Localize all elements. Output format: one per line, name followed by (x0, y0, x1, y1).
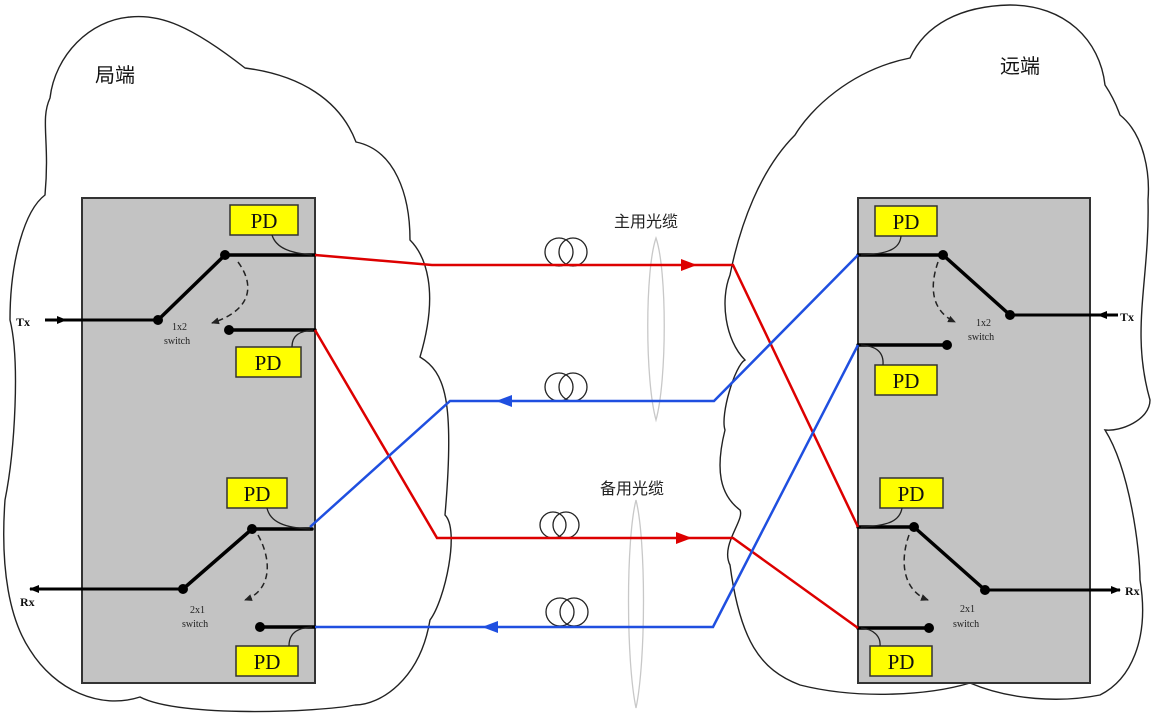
switch-direction-arrow (211, 261, 249, 325)
pd-detector: PD (879, 477, 944, 509)
remote-rx-label: Rx (1125, 584, 1140, 598)
pd-detector: PD (226, 477, 288, 509)
backup-cable-bundle-icon (627, 499, 645, 709)
fiber-direction-arrow (681, 259, 697, 271)
pd-tap-lead (266, 507, 311, 530)
switch-contact-dot (220, 250, 230, 260)
pd-tap-lead (860, 344, 884, 366)
switch-contact-dot (247, 524, 257, 534)
backup-tx-fiber (313, 329, 859, 630)
pd-tap-lead (291, 329, 314, 348)
local-tx-label: Tx (16, 315, 30, 329)
primary-cable-bundle-icon (647, 235, 665, 423)
fiber-direction-arrow (676, 532, 692, 544)
switch-direction-arrow (932, 261, 956, 323)
pd-tap-lead (288, 626, 313, 647)
switch-pivot-dot (980, 585, 990, 595)
switch-contact-dot (942, 340, 952, 350)
switch-contact-dot (255, 622, 265, 632)
local-rx-label: Rx (20, 595, 35, 609)
pd-detector: PD (869, 645, 933, 677)
switch-contact-dot (924, 623, 934, 633)
backup-rx-fiber (315, 344, 860, 629)
remote-1x2-switch-arm (941, 253, 1012, 317)
remote-2x1-switch-arm (912, 525, 987, 592)
pd-detector: PD (874, 205, 938, 237)
switch-contact-dot (224, 325, 234, 335)
switch-pivot-dot (178, 584, 188, 594)
local-2x1-label: 2x1 (190, 605, 205, 616)
remote-2x1-label: 2x1 (960, 604, 975, 615)
switch-contact-dot (909, 522, 919, 532)
pd-tap-lead (860, 507, 903, 528)
svg-text:PD: PD (893, 210, 920, 234)
pd-tap-lead (271, 234, 313, 256)
local-2x1-switch-arm (181, 527, 254, 591)
remote-site-title: 远端 (1000, 54, 1040, 78)
svg-text:PD: PD (255, 351, 282, 375)
backup-cable-label: 备用光缆 (600, 479, 664, 498)
fiber-coil-icon (544, 372, 588, 402)
pd-detector: PD (874, 364, 938, 396)
fiber-direction-arrow (482, 621, 498, 633)
local-2x1-label-sub: switch (182, 619, 208, 630)
pd-detector: PD (235, 645, 299, 677)
fiber-coil-icon (544, 237, 588, 267)
svg-text:PD: PD (898, 482, 925, 506)
pd-tap-lead (860, 627, 881, 647)
svg-text:PD: PD (888, 650, 915, 674)
remote-switch-enclosure (857, 197, 1091, 684)
remote-2x1-label-sub: switch (953, 619, 979, 630)
pd-detector: PD (235, 346, 302, 378)
svg-text:PD: PD (244, 482, 271, 506)
fiber-direction-arrow (496, 395, 512, 407)
local-site-title: 局端 (95, 63, 135, 87)
svg-text:PD: PD (254, 650, 281, 674)
primary-tx-fiber (314, 253, 860, 528)
switch-contact-dot (938, 250, 948, 260)
pd-tap-lead (860, 235, 902, 256)
primary-cable-label: 主用光缆 (614, 212, 678, 231)
remote-tx-label: Tx (1120, 310, 1134, 324)
local-1x2-label: 1x2 (172, 322, 187, 333)
primary-rx-fiber (309, 254, 859, 528)
fiber-coil-icon (545, 597, 589, 627)
local-1x2-switch-arm (156, 253, 227, 322)
pd-detector: PD (229, 204, 299, 236)
remote-1x2-label-sub: switch (968, 332, 994, 343)
local-1x2-label-sub: switch (164, 336, 190, 347)
remote-1x2-label: 1x2 (976, 318, 991, 329)
switch-pivot-dot (153, 315, 163, 325)
switch-pivot-dot (1005, 310, 1015, 320)
fiber-coil-icon (539, 511, 580, 539)
svg-text:PD: PD (251, 209, 278, 233)
svg-text:PD: PD (893, 369, 920, 393)
